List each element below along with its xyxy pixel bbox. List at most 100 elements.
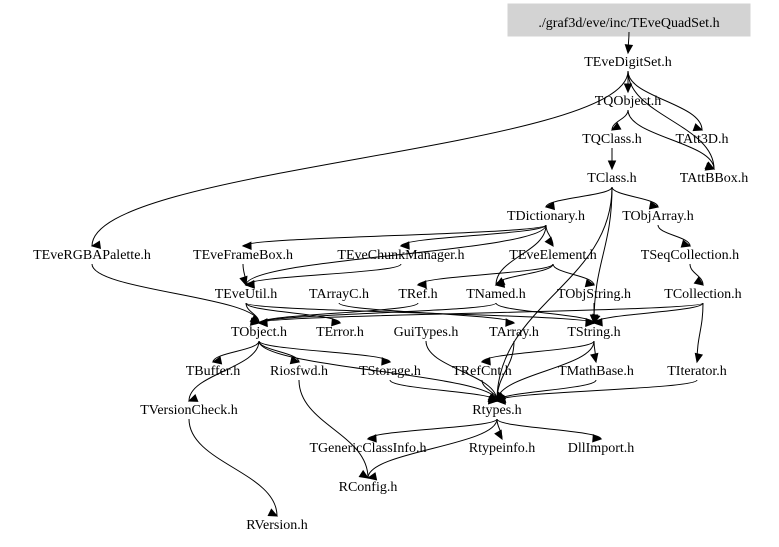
arrowhead-element-to-ref <box>416 280 427 289</box>
arrowhead-rtypes-to-genericclassinfo <box>366 434 377 443</box>
edge-seqcollection-to-collection <box>689 263 704 286</box>
edge-rtypes-to-rconfig <box>367 418 498 479</box>
node-rtypes[interactable]: Rtypes.h <box>472 403 521 418</box>
edge-chunkmanager-to-eveutil <box>245 263 402 286</box>
arrowhead-digitset-to-qobject <box>623 83 633 94</box>
node-storage[interactable]: TStorage.h <box>359 364 421 379</box>
edge-object-to-riosfwd <box>258 340 300 363</box>
arrowhead-collection-to-string <box>592 318 603 327</box>
arrowhead-riosfwd-to-rconfig <box>358 469 370 479</box>
edge-class-to-rtypes <box>496 186 613 402</box>
arrowhead-dictionary-to-chunkmanager <box>399 241 410 250</box>
node-guitypes[interactable]: GuiTypes.h <box>394 325 459 340</box>
edge-class-to-objarray <box>611 186 659 208</box>
edge-dictionary-to-framebox <box>242 224 547 247</box>
edge-eveutil-to-error <box>245 302 341 324</box>
node-rconfig[interactable]: RConfig.h <box>339 480 398 495</box>
edge-storage-to-rtypes <box>389 379 498 402</box>
edge-dictionary-to-named <box>495 224 547 286</box>
edge-objarray-to-seqcollection <box>657 224 691 247</box>
edge-array-to-rtypes <box>496 340 515 402</box>
node-rtypeinfo[interactable]: Rtypeinfo.h <box>469 441 536 456</box>
node-element[interactable]: TEveElement.h <box>509 248 596 263</box>
arrowhead-versioncheck-to-rversion <box>267 508 279 517</box>
node-rgbapalette[interactable]: TEveRGBAPalette.h <box>33 248 151 263</box>
node-qobject[interactable]: TQObject.h <box>595 94 661 109</box>
edge-digitset-to-attbbox <box>627 70 715 170</box>
arrowhead-string-to-refcnt <box>480 357 491 366</box>
node-error[interactable]: TError.h <box>316 325 364 340</box>
arrowhead-mathbase-to-rtypes <box>495 395 506 405</box>
edge-object-to-versioncheck <box>188 340 260 402</box>
node-named[interactable]: TNamed.h <box>466 287 525 302</box>
edge-digitset-to-att3d <box>627 70 703 131</box>
edge-iterator-to-rtypes <box>496 379 698 402</box>
node-chunkmanager[interactable]: TEveChunkManager.h <box>337 248 464 263</box>
arrowhead-string-to-mathbase <box>590 352 599 364</box>
edge-versioncheck-to-rversion <box>188 418 278 517</box>
node-eveutil[interactable]: TEveUtil.h <box>215 287 278 302</box>
arrowhead-collection-to-iterator <box>694 352 704 364</box>
node-root[interactable]: ./graf3d/eve/inc/TEveQuadSet.h <box>538 16 719 31</box>
edge-dictionary-to-eveutil <box>245 224 547 286</box>
arrowhead-qclass-to-class <box>607 160 617 171</box>
arrowhead-dictionary-to-framebox <box>241 241 252 250</box>
node-array[interactable]: TArray.h <box>489 325 539 340</box>
node-attbbox[interactable]: TAttBBox.h <box>680 171 749 186</box>
node-versioncheck[interactable]: TVersionCheck.h <box>140 403 238 418</box>
node-ref[interactable]: TRef.h <box>398 287 437 302</box>
edge-object-to-buffer <box>212 340 260 363</box>
node-mathbase[interactable]: TMathBase.h <box>558 364 634 379</box>
edge-guitypes-to-rtypes <box>425 340 498 402</box>
arrowhead-collection-to-object <box>257 318 268 328</box>
arrowhead-object-to-riosfwd <box>289 355 301 365</box>
node-qclass[interactable]: TQClass.h <box>582 132 642 147</box>
edge-mathbase-to-rtypes <box>496 379 597 402</box>
node-object[interactable]: TObject.h <box>231 325 287 340</box>
arrowhead-class-to-objarray <box>648 201 660 210</box>
node-att3d[interactable]: TAtt3D.h <box>676 132 729 147</box>
edge-rtypes-to-dllimport <box>496 418 602 440</box>
node-arrayc[interactable]: TArrayC.h <box>309 287 369 302</box>
arrowhead-framebox-to-eveutil <box>239 275 248 287</box>
node-objstring[interactable]: TObjString.h <box>557 287 631 302</box>
node-class[interactable]: TClass.h <box>587 171 636 186</box>
arrowhead-chunkmanager-to-eveutil <box>244 280 255 289</box>
arrowhead-element-to-named <box>494 279 506 288</box>
node-framebox[interactable]: TEveFrameBox.h <box>193 248 293 263</box>
arrowhead-eveutil-to-error <box>331 317 342 327</box>
node-riosfwd[interactable]: Riosfwd.h <box>270 364 328 379</box>
node-iterator[interactable]: TIterator.h <box>667 364 726 379</box>
edge-riosfwd-to-rconfig <box>298 379 369 479</box>
node-collection[interactable]: TCollection.h <box>664 287 741 302</box>
node-dllimport[interactable]: DllImport.h <box>568 441 635 456</box>
edge-named-to-object <box>258 302 497 324</box>
edge-collection-to-iterator <box>696 302 704 363</box>
node-objarray[interactable]: TObjArray.h <box>622 209 694 224</box>
edge-digitset-to-rgbapalette <box>91 70 629 247</box>
arrowhead-seqcollection-to-collection <box>693 276 705 286</box>
arrowhead-element-to-objstring <box>584 278 596 288</box>
edge-rtypes-to-genericclassinfo <box>367 418 498 440</box>
edge-string-to-rtypes <box>496 340 595 402</box>
edge-qobject-to-qclass <box>611 109 629 131</box>
node-digitset[interactable]: TEveDigitSet.h <box>584 55 672 70</box>
edge-eveutil-to-object <box>245 302 260 324</box>
arrowhead-rtypes-to-dllimport <box>592 434 603 443</box>
node-string[interactable]: TString.h <box>567 325 620 340</box>
nodes-layer: ./graf3d/eve/inc/TEveQuadSet.h TEveDigit… <box>33 16 748 533</box>
arrowhead-qobject-to-attbbox <box>704 162 716 171</box>
edge-dictionary-to-chunkmanager <box>400 224 547 247</box>
node-seqcollection[interactable]: TSeqCollection.h <box>641 248 739 263</box>
node-buffer[interactable]: TBuffer.h <box>186 364 241 379</box>
node-rversion[interactable]: RVersion.h <box>246 518 308 533</box>
edge-element-to-named <box>495 263 554 286</box>
arrowhead-object-to-buffer <box>211 356 223 365</box>
arrowhead-object-to-storage <box>381 357 392 366</box>
node-refcnt[interactable]: TRefCnt.h <box>452 364 512 379</box>
edge-object-to-rtypes <box>258 340 498 402</box>
node-genericclassinfo[interactable]: TGenericClassInfo.h <box>309 441 426 456</box>
arrowhead-root-to-digitset <box>624 44 634 55</box>
arrowhead-digitset-to-att3d <box>692 123 704 132</box>
node-dictionary[interactable]: TDictionary.h <box>507 209 585 224</box>
